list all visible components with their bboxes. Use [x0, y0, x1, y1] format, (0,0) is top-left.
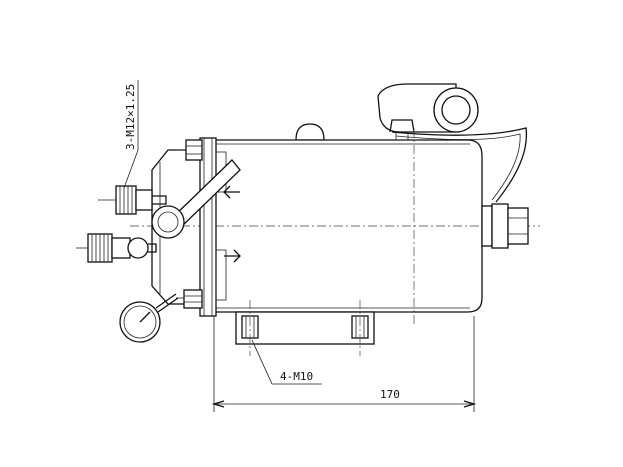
lower-fitting: [76, 233, 157, 263]
pipe-elbow: [377, 83, 479, 140]
pressure-gauge: [119, 293, 179, 343]
width-dimension-line: [211, 316, 477, 412]
top-boss: [295, 123, 325, 141]
right-fitting: [481, 203, 529, 249]
flange-bolt-top: [176, 139, 203, 161]
thread-callout-label: 3-M12×1.25: [124, 84, 137, 150]
cable-loop: [391, 127, 528, 203]
flange-bolt-bottom: [176, 289, 203, 309]
arrow-right-icon: [224, 249, 241, 263]
thread-leader: [123, 80, 139, 189]
mount-leader: [251, 339, 322, 385]
arrow-left-icon: [223, 185, 240, 199]
cylinder-body: [130, 128, 540, 326]
upper-fitting: [98, 185, 167, 215]
width-dimension-label: 170: [380, 388, 400, 401]
mounting-base: [235, 300, 375, 356]
center-port: [151, 205, 185, 239]
mount-callout-label: 4-M10: [280, 370, 313, 383]
